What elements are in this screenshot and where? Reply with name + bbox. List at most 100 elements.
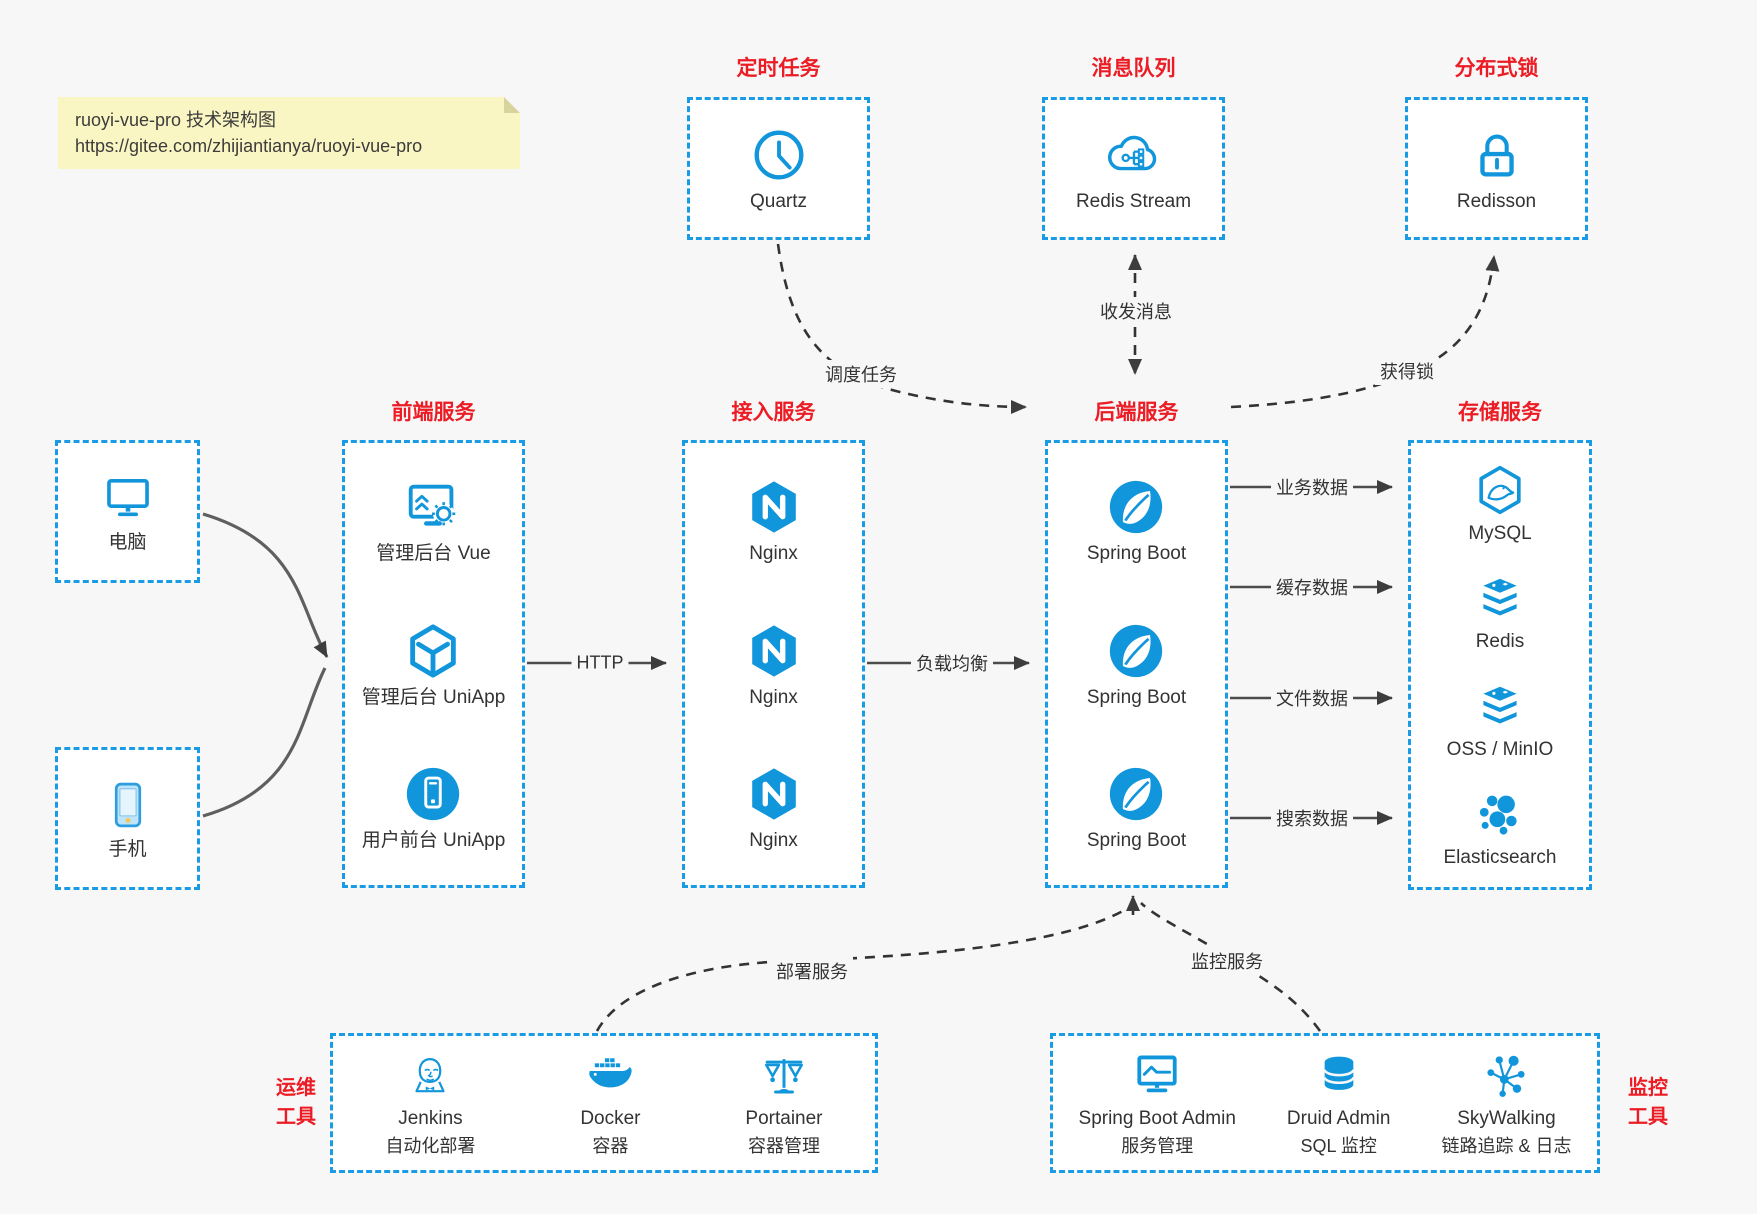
node-portainer: Portainer 容器管理 xyxy=(745,1049,823,1157)
druid-sublabel: SQL 监控 xyxy=(1300,1135,1377,1156)
message-queue-title: 消息队列 xyxy=(1091,57,1176,80)
oss-stack-icon xyxy=(1472,678,1528,734)
quartz-label: Quartz xyxy=(749,191,808,213)
access-box: Nginx Nginx Nginx xyxy=(682,440,865,888)
pc-box: 电脑 xyxy=(55,440,200,583)
acquire-lock-label: 获得锁 xyxy=(1375,357,1439,385)
node-elasticsearch: Elasticsearch xyxy=(1444,786,1557,869)
nginx-icon xyxy=(743,620,805,682)
ops-side-title-line2: 工具 xyxy=(276,1106,316,1128)
redis-label: Redis xyxy=(1475,630,1525,652)
node-springboot-2: Spring Boot xyxy=(1087,620,1186,709)
node-mysql: MySQL xyxy=(1468,462,1532,545)
node-jenkins: Jenkins 自动化部署 xyxy=(385,1049,475,1157)
node-spring-boot-admin: Spring Boot Admin 服务管理 xyxy=(1079,1049,1236,1157)
spring-boot-icon xyxy=(1105,476,1167,538)
node-admin-uniapp: 管理后台 UniApp xyxy=(362,620,505,709)
http-label: HTTP xyxy=(571,651,629,675)
node-nginx-1: Nginx xyxy=(743,476,805,565)
node-redis-stream: Redis Stream xyxy=(1076,124,1191,213)
node-quartz: Quartz xyxy=(748,124,810,213)
elasticsearch-label: Elasticsearch xyxy=(1443,846,1557,868)
redis-stream-label: Redis Stream xyxy=(1075,191,1192,213)
phone-label: 手机 xyxy=(108,839,147,861)
portainer-icon xyxy=(757,1049,811,1103)
node-pc: 电脑 xyxy=(99,469,157,554)
portainer-label: Portainer xyxy=(745,1107,823,1129)
druid-label: Druid Admin xyxy=(1286,1107,1391,1129)
clock-icon xyxy=(748,124,810,186)
sticky-note: ruoyi-vue-pro 技术架构图 https://gitee.com/zh… xyxy=(58,97,520,169)
elasticsearch-icon xyxy=(1472,786,1528,842)
search-data-label: 搜索数据 xyxy=(1271,804,1353,832)
jenkins-label: Jenkins xyxy=(398,1107,463,1129)
phone-to-frontend-arrow xyxy=(202,667,327,818)
node-admin-vue: 管理后台 Vue xyxy=(376,476,491,565)
node-oss-minio: OSS / MinIO xyxy=(1446,678,1554,761)
storage-box: MySQL Redis OSS / MinIO Elasticsearch xyxy=(1408,440,1592,890)
spring-boot-icon xyxy=(1105,763,1167,825)
schedule-task-arrow xyxy=(776,243,1027,414)
monitor-service-label: 监控服务 xyxy=(1186,947,1268,975)
ops-side-title-line1: 运维 xyxy=(276,1077,316,1099)
admin-browser-icon xyxy=(402,476,464,538)
skywalking-sublabel: 链路追踪 & 日志 xyxy=(1441,1135,1572,1156)
scheduled-task-title: 定时任务 xyxy=(736,57,821,80)
nginx-3-label: Nginx xyxy=(749,829,798,851)
nginx-1-label: Nginx xyxy=(749,543,798,565)
skywalking-icon xyxy=(1479,1049,1533,1103)
monitoring-box: Spring Boot Admin 服务管理 Druid Admin SQL 监… xyxy=(1050,1033,1600,1173)
nginx-icon xyxy=(743,476,805,538)
frontend-box: 管理后台 Vue 管理后台 UniApp 用户前台 UniApp xyxy=(342,440,525,888)
pc-label: 电脑 xyxy=(108,532,147,554)
jenkins-icon xyxy=(403,1049,457,1103)
springboot-3-label: Spring Boot xyxy=(1086,829,1187,851)
node-druid: Druid Admin SQL 监控 xyxy=(1286,1049,1391,1157)
springboot-1-label: Spring Boot xyxy=(1086,543,1187,565)
oss-minio-label: OSS / MinIO xyxy=(1446,738,1554,760)
cache-data-label: 缓存数据 xyxy=(1271,573,1353,601)
skywalking-label: SkyWalking xyxy=(1457,1107,1556,1129)
frontend-services-title: 前端服务 xyxy=(391,401,476,424)
redis-stream-box: Redis Stream xyxy=(1042,97,1225,240)
node-redis: Redis xyxy=(1472,570,1528,653)
node-springboot-3: Spring Boot xyxy=(1087,763,1186,852)
nginx-2-label: Nginx xyxy=(749,686,798,708)
node-redisson: Redisson xyxy=(1457,124,1536,213)
portainer-sublabel: 容器管理 xyxy=(747,1135,820,1156)
mysql-icon xyxy=(1472,462,1528,518)
monitoring-side-title-line1: 监控 xyxy=(1628,1077,1668,1099)
spring-boot-admin-sublabel: 服务管理 xyxy=(1121,1135,1194,1156)
node-nginx-3: Nginx xyxy=(743,763,805,852)
backend-services-title: 后端服务 xyxy=(1094,401,1179,424)
spring-boot-admin-icon xyxy=(1130,1049,1184,1103)
node-skywalking: SkyWalking 链路追踪 & 日志 xyxy=(1441,1049,1571,1157)
business-data-label: 业务数据 xyxy=(1271,473,1353,501)
docker-sublabel: 容器 xyxy=(592,1135,629,1156)
nginx-icon xyxy=(743,763,805,825)
springboot-2-label: Spring Boot xyxy=(1086,686,1187,708)
spring-boot-icon xyxy=(1105,620,1167,682)
deploy-curve xyxy=(595,906,1129,1032)
druid-icon xyxy=(1312,1049,1366,1103)
node-springboot-1: Spring Boot xyxy=(1087,476,1186,565)
admin-vue-label: 管理后台 Vue xyxy=(376,543,491,565)
ops-tools-side-title: 运维 工具 xyxy=(256,1074,336,1132)
pc-to-frontend-arrow xyxy=(202,512,329,658)
note-fold-corner xyxy=(504,97,520,113)
docker-icon xyxy=(583,1049,637,1103)
file-data-label: 文件数据 xyxy=(1271,684,1353,712)
mysql-label: MySQL xyxy=(1468,522,1532,544)
deploy-service-label: 部署服务 xyxy=(771,957,853,985)
desktop-icon xyxy=(99,469,157,527)
redisson-label: Redisson xyxy=(1456,191,1537,213)
schedule-task-label: 调度任务 xyxy=(820,360,902,388)
node-user-uniapp: 用户前台 UniApp xyxy=(362,763,505,852)
access-services-title: 接入服务 xyxy=(731,401,816,424)
ops-tools-box: Jenkins 自动化部署 Docker 容器 Portainer 容器管理 xyxy=(330,1033,878,1173)
load-balance-label: 负载均衡 xyxy=(911,649,993,677)
jenkins-sublabel: 自动化部署 xyxy=(385,1135,476,1156)
node-nginx-2: Nginx xyxy=(743,620,805,709)
smartphone-icon xyxy=(99,776,157,834)
redisson-box: Redisson xyxy=(1405,97,1588,240)
